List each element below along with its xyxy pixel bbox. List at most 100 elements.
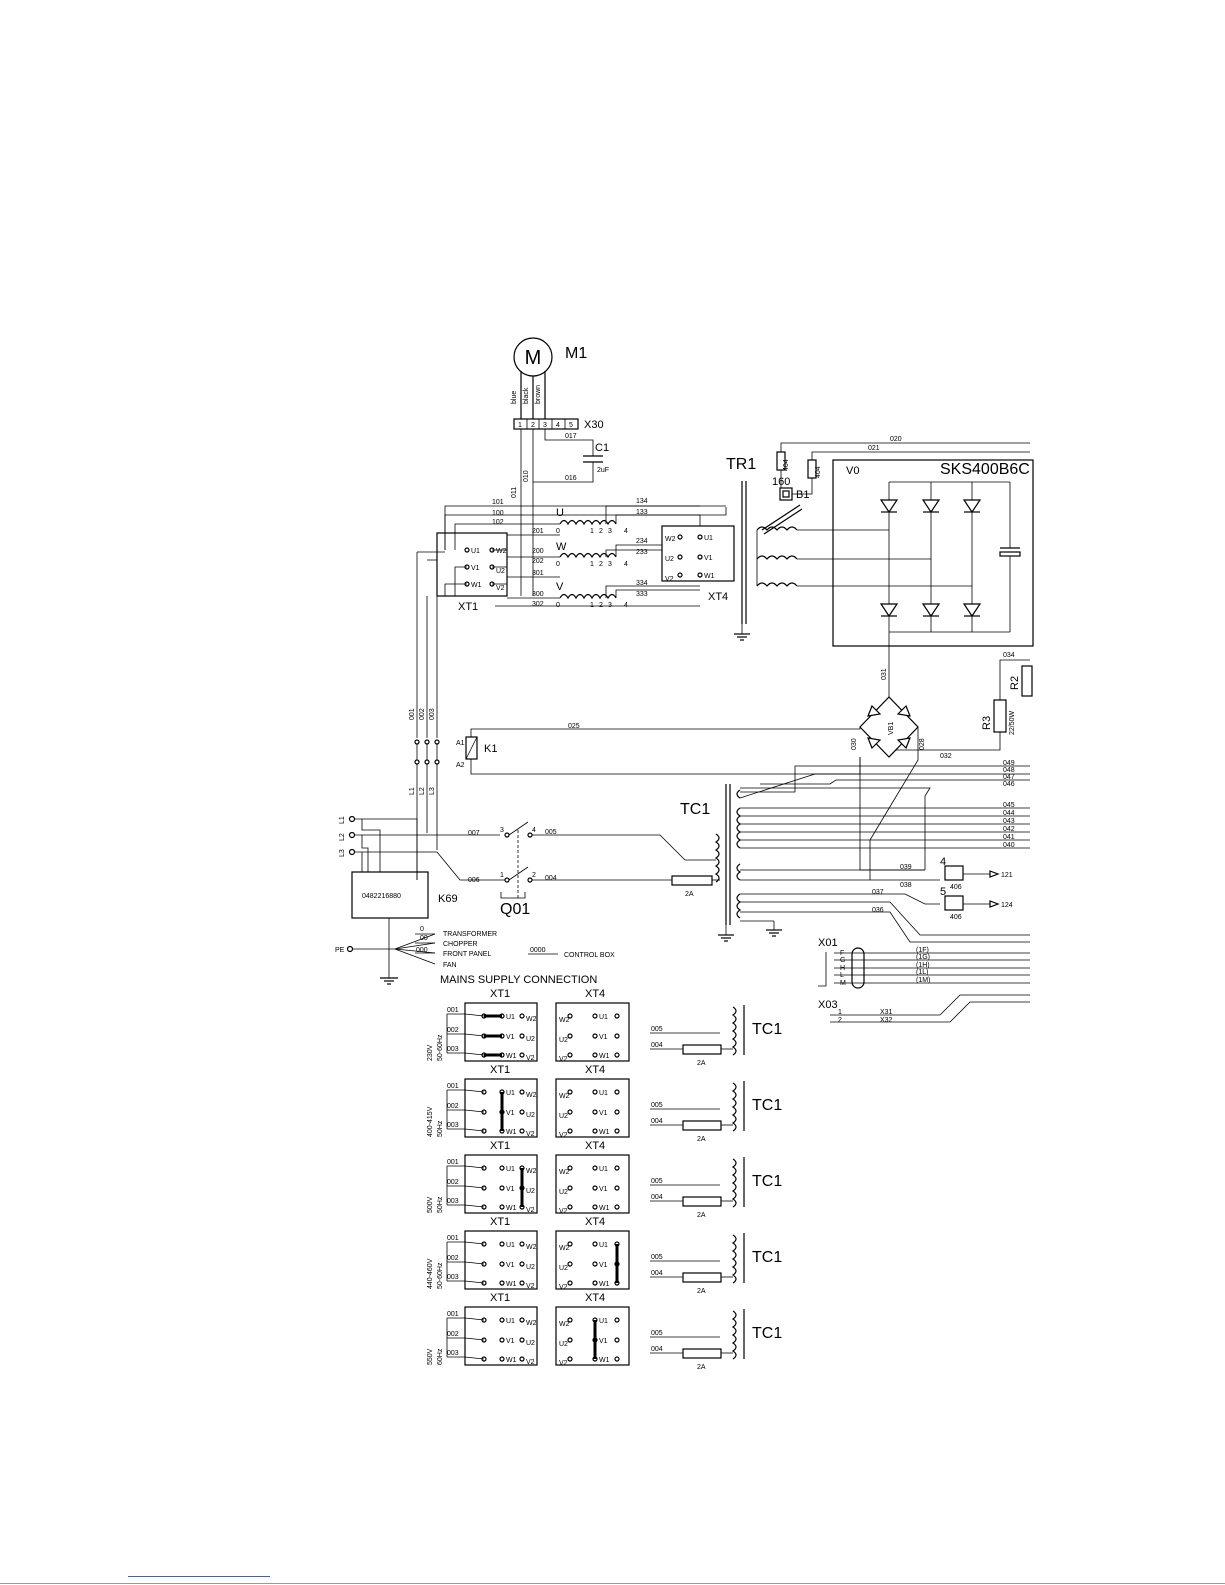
svg-text:W2: W2 bbox=[496, 548, 507, 555]
svg-text:V2: V2 bbox=[559, 1056, 568, 1063]
svg-text:U2: U2 bbox=[665, 556, 674, 563]
svg-text:031: 031 bbox=[881, 668, 888, 680]
b1-label: B1 bbox=[796, 489, 809, 501]
config-xt4-label: XT4 bbox=[585, 1216, 605, 1228]
svg-text:134: 134 bbox=[636, 498, 648, 505]
xt1-main: U1 V1 W1 W2 U2 V2 XT1 bbox=[436, 532, 508, 613]
svg-text:406: 406 bbox=[950, 884, 962, 891]
svg-text:404: 404 bbox=[815, 466, 822, 478]
config-tc1-label: TC1 bbox=[752, 1021, 782, 1038]
svg-text:002: 002 bbox=[447, 1331, 459, 1338]
svg-text:F: F bbox=[840, 950, 844, 957]
config-voltage: 550V bbox=[427, 1348, 434, 1365]
svg-text:302: 302 bbox=[532, 601, 544, 608]
svg-text:100: 100 bbox=[492, 510, 504, 517]
svg-text:3: 3 bbox=[608, 528, 612, 535]
legend-chopper: CHOPPER bbox=[443, 941, 478, 948]
svg-text:U2: U2 bbox=[559, 1189, 568, 1196]
svg-text:5: 5 bbox=[569, 422, 573, 429]
page-bottom-rule bbox=[0, 1583, 1225, 1584]
connector-4: 4 121 406 bbox=[940, 856, 1013, 891]
svg-text:U2: U2 bbox=[559, 1113, 568, 1120]
xt1-label: XT1 bbox=[458, 601, 478, 613]
svg-text:2: 2 bbox=[838, 1017, 842, 1024]
config-tc1-label: TC1 bbox=[752, 1173, 782, 1190]
svg-text:002: 002 bbox=[447, 1255, 459, 1262]
svg-text:005: 005 bbox=[651, 1330, 663, 1337]
svg-text:003: 003 bbox=[447, 1350, 459, 1357]
v0-label: V0 bbox=[846, 465, 859, 477]
svg-text:1: 1 bbox=[500, 872, 504, 879]
svg-text:00: 00 bbox=[420, 935, 428, 942]
rectifier-label: SKS400B6C bbox=[940, 461, 1030, 478]
config-xt1-label: XT1 bbox=[490, 1216, 510, 1228]
wire-color-blue: blue bbox=[511, 391, 518, 404]
svg-text:004: 004 bbox=[651, 1270, 663, 1277]
svg-text:002: 002 bbox=[447, 1103, 459, 1110]
config-xt1-label: XT1 bbox=[490, 1292, 510, 1304]
svg-text:U1: U1 bbox=[704, 535, 713, 542]
svg-text:W1: W1 bbox=[506, 1053, 517, 1060]
svg-text:300: 300 bbox=[532, 591, 544, 598]
svg-text:0: 0 bbox=[556, 561, 560, 568]
connector-x03: X03 1 2 X31 X32 bbox=[818, 994, 1030, 1024]
svg-text:048: 048 bbox=[1003, 767, 1015, 774]
svg-text:U2: U2 bbox=[526, 1188, 535, 1195]
c1-label: C1 bbox=[595, 442, 609, 454]
svg-text:U2: U2 bbox=[526, 1112, 535, 1119]
config-frequency: 60Hz bbox=[437, 1348, 444, 1365]
svg-text:001: 001 bbox=[447, 1311, 459, 1318]
svg-text:2: 2 bbox=[599, 602, 603, 609]
legend-fan: FAN bbox=[443, 962, 457, 969]
svg-text:334: 334 bbox=[636, 580, 648, 587]
svg-text:011: 011 bbox=[511, 487, 518, 498]
x03-label: X03 bbox=[818, 999, 838, 1011]
terminal-block-x30: 1 2 3 4 5 X30 bbox=[513, 418, 604, 431]
svg-text:201: 201 bbox=[532, 528, 544, 535]
config-xt4-label: XT4 bbox=[585, 1064, 605, 1076]
svg-text:PE: PE bbox=[335, 947, 345, 954]
svg-text:0: 0 bbox=[556, 528, 560, 535]
svg-text:V1: V1 bbox=[704, 555, 713, 562]
svg-text:2A: 2A bbox=[685, 891, 694, 898]
xt4-label: XT4 bbox=[708, 591, 728, 603]
svg-text:406: 406 bbox=[950, 914, 962, 921]
k69-code: 0482216880 bbox=[362, 893, 401, 900]
svg-text:001: 001 bbox=[409, 708, 416, 720]
svg-text:4: 4 bbox=[940, 856, 946, 868]
footer-link-underline bbox=[128, 1576, 270, 1577]
svg-text:3: 3 bbox=[543, 422, 547, 429]
connector-x01: X01 F G H L M (1F) (1G) (1H) (1L) (1M) bbox=[818, 937, 1030, 989]
svg-text:200: 200 bbox=[532, 548, 544, 555]
r2-label: R2 bbox=[1009, 676, 1021, 690]
svg-text:005: 005 bbox=[651, 1026, 663, 1033]
svg-text:043: 043 bbox=[1003, 818, 1015, 825]
svg-text:2A: 2A bbox=[697, 1364, 706, 1371]
config-frequency: 50-60Hz bbox=[437, 1262, 444, 1289]
x30-label: X30 bbox=[584, 419, 604, 431]
svg-text:V2: V2 bbox=[559, 1132, 568, 1139]
r3-label: R3 bbox=[981, 716, 993, 730]
svg-text:121: 121 bbox=[1001, 872, 1013, 879]
tc1-label: TC1 bbox=[680, 801, 710, 818]
svg-text:2: 2 bbox=[532, 872, 536, 879]
rectifier-v0: V0 SKS400B6C bbox=[797, 459, 1034, 647]
svg-text:1: 1 bbox=[518, 422, 522, 429]
svg-text:004: 004 bbox=[651, 1042, 663, 1049]
svg-text:2: 2 bbox=[531, 422, 535, 429]
wire-color-black: black bbox=[523, 387, 530, 404]
config-voltage: 230V bbox=[427, 1044, 434, 1061]
legend-transformer: TRANSFORMER bbox=[443, 931, 497, 938]
r3-value: 22/50W bbox=[1009, 710, 1016, 735]
config-voltage: 440-460V bbox=[427, 1258, 434, 1289]
svg-text:010: 010 bbox=[523, 470, 530, 482]
svg-text:037: 037 bbox=[872, 889, 884, 896]
svg-text:1: 1 bbox=[838, 1009, 842, 1016]
svg-text:V2: V2 bbox=[559, 1208, 568, 1215]
svg-text:003: 003 bbox=[429, 708, 436, 720]
svg-text:V1: V1 bbox=[599, 1034, 608, 1041]
svg-text:W1: W1 bbox=[599, 1129, 610, 1136]
